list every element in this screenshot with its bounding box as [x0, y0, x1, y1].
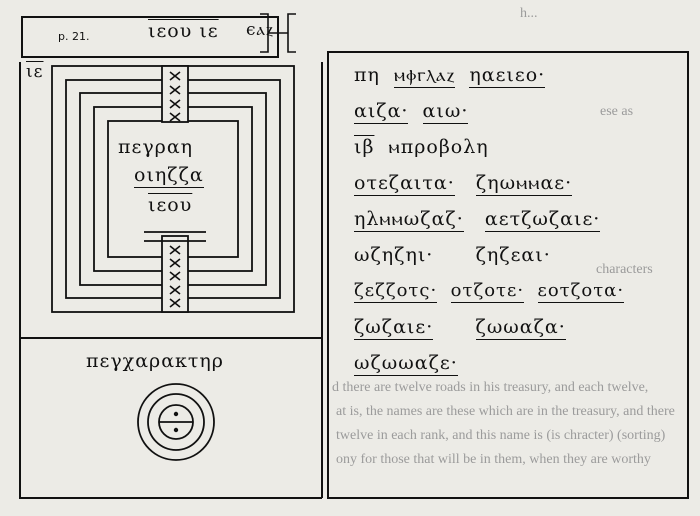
name-item: ωζωωαζε·	[354, 352, 458, 376]
name-item: οτζοτε·	[450, 280, 525, 303]
name-item: ζωωαζα·	[475, 316, 566, 340]
name-item: πη	[354, 64, 380, 86]
name-item: ζηζεαι·	[475, 244, 551, 266]
side-label: ιε	[26, 62, 44, 82]
name-item: ⲙπροβολη	[388, 136, 489, 158]
seal-line-3: ιεου	[148, 194, 193, 216]
names-row-2: αιζα· αιω·	[354, 100, 469, 124]
top-right-name: ϵⲁⲍ	[246, 20, 274, 40]
character-label: πεγχαρακτηρ	[86, 350, 224, 372]
name-item: ιβ	[354, 136, 375, 158]
background-text: d there are twelve roads in his treasury…	[332, 380, 649, 395]
left-frame	[19, 62, 322, 499]
name-item: ⲙⲫⲅⲗⲁⲍ	[393, 64, 456, 88]
name-item: αιζα·	[354, 100, 409, 124]
name-item: οτεζαιτα·	[354, 172, 455, 196]
name-item: ζεζζοτς·	[354, 280, 438, 303]
names-row-1: πη ⲙⲫⲅⲗⲁⲍ ηαειεο·	[354, 64, 546, 88]
names-row-5: ηλⲙⲙωζαζ· αετζωζαιε·	[354, 208, 601, 232]
names-row-9: ωζωωαζε·	[354, 352, 458, 376]
name-item: ηαειεο·	[469, 64, 546, 88]
page-reference: p. 21.	[58, 30, 90, 43]
name-item: ζωζαιε·	[354, 316, 434, 340]
top-name: ιεου ιε	[148, 20, 219, 42]
name-item: αετζωζαιε·	[484, 208, 601, 232]
name-item: ζηωⲙⲙαε·	[475, 172, 573, 196]
seal-line-2: οιηζζα	[134, 164, 204, 188]
names-row-7: ζεζζοτς· οτζοτε· εοτζοτα·	[354, 280, 625, 303]
background-text: at is, the names are these which are in …	[336, 404, 675, 419]
background-text: ony for those that will be in them, when…	[336, 452, 651, 467]
names-row-4: οτεζαιτα· ζηωⲙⲙαε·	[354, 172, 573, 196]
header-box	[21, 16, 279, 58]
names-row-6: ωζηζηι· ζηζεαι·	[354, 244, 551, 266]
name-item: εοτζοτα·	[537, 280, 625, 303]
seal-line-1: πεγραη	[118, 136, 194, 158]
channel-marks	[169, 71, 181, 308]
name-item: αιω·	[422, 100, 469, 124]
name-item: ωζηζηι·	[354, 244, 434, 266]
background-text: h...	[520, 6, 538, 21]
name-item: ηλⲙⲙωζαζ·	[354, 208, 464, 232]
names-row-3: ιβ ⲙπροβολη	[354, 136, 489, 158]
character-circles	[137, 383, 215, 461]
names-panel	[327, 51, 689, 499]
background-text: ese as	[600, 104, 634, 119]
background-text: twelve in each rank, and this name is (i…	[336, 428, 666, 443]
names-row-8: ζωζαιε· ζωωαζα·	[354, 316, 566, 340]
background-text: characters	[596, 262, 653, 277]
